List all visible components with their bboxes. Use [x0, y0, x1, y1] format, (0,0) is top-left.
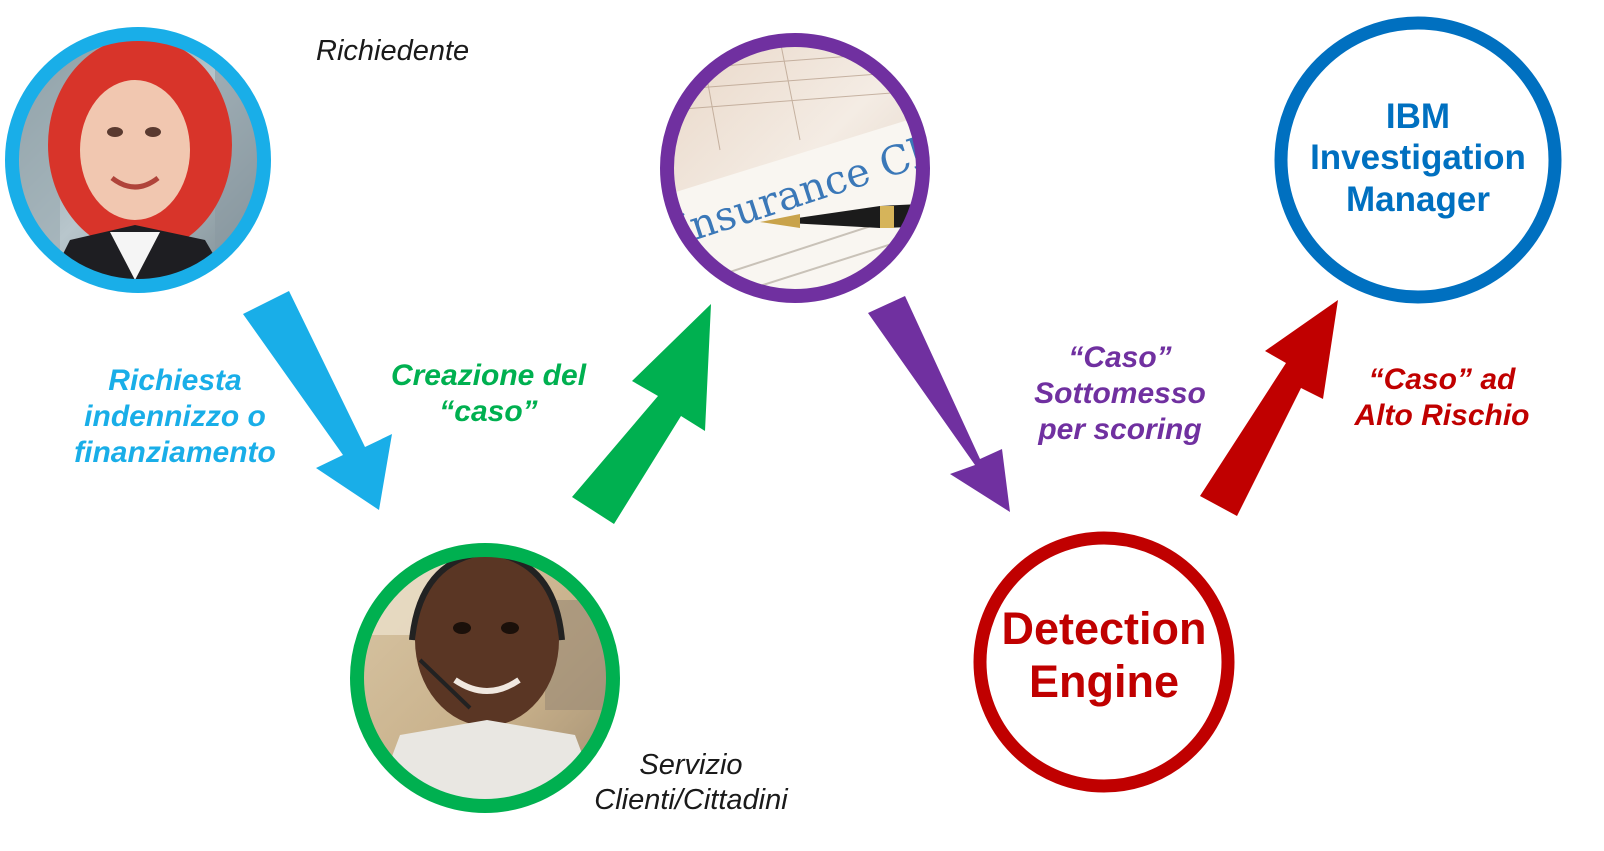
step-submitted-line1: “Caso”	[1068, 341, 1172, 374]
step-request-line1: Richiesta	[108, 364, 242, 397]
requester-photo-node	[5, 27, 271, 293]
step-high-risk-label: “Caso” ad Alto Rischio	[1316, 362, 1568, 434]
arrow-create-case	[572, 304, 711, 524]
ibm-line2: Investigation	[1310, 138, 1526, 178]
detection-engine-line2: Engine	[1028, 656, 1179, 708]
arrow-request	[243, 291, 392, 510]
step-create-case-line1: Creazione del	[390, 359, 587, 392]
step-request-label: Richiesta indennizzo o finanziamento	[40, 363, 310, 471]
requester-label: Richiedente	[316, 35, 470, 67]
arrow-high-risk	[1200, 300, 1338, 516]
detection-engine-node	[973, 531, 1235, 793]
step-submitted-line3: per scoring	[1038, 413, 1202, 446]
service-label-line1: Servizio	[639, 749, 743, 781]
service-label: Servizio Clienti/Cittadini	[560, 748, 822, 818]
step-create-case-label: Creazione del “caso”	[356, 358, 621, 430]
ibm-investigation-manager-text: IBM Investigation Manager	[1288, 96, 1548, 220]
step-submitted-label: “Caso” Sottomesso per scoring	[1002, 340, 1238, 448]
detection-engine-line1: Detection	[1001, 603, 1207, 654]
step-high-risk-line1: “Caso” ad	[1368, 363, 1516, 396]
service-agent-photo-node	[350, 543, 620, 813]
step-high-risk-line2: Alto Rischio	[1354, 399, 1530, 432]
step-create-case-line2: “caso”	[439, 395, 538, 428]
step-submitted-line2: Sottomesso	[1034, 377, 1206, 410]
step-request-line2: indennizzo o	[84, 400, 266, 433]
arrow-submitted	[868, 296, 1010, 512]
service-label-line2: Clienti/Cittadini	[594, 783, 788, 816]
claim-document-photo-node: Insurance Clai	[660, 33, 930, 303]
ibm-line3: Manager	[1346, 179, 1490, 219]
ibm-line1: IBM	[1385, 97, 1451, 136]
step-request-line3: finanziamento	[74, 436, 276, 469]
ibm-investigation-manager-node	[1274, 16, 1562, 304]
detection-engine-text: Detection Engine	[964, 602, 1244, 708]
